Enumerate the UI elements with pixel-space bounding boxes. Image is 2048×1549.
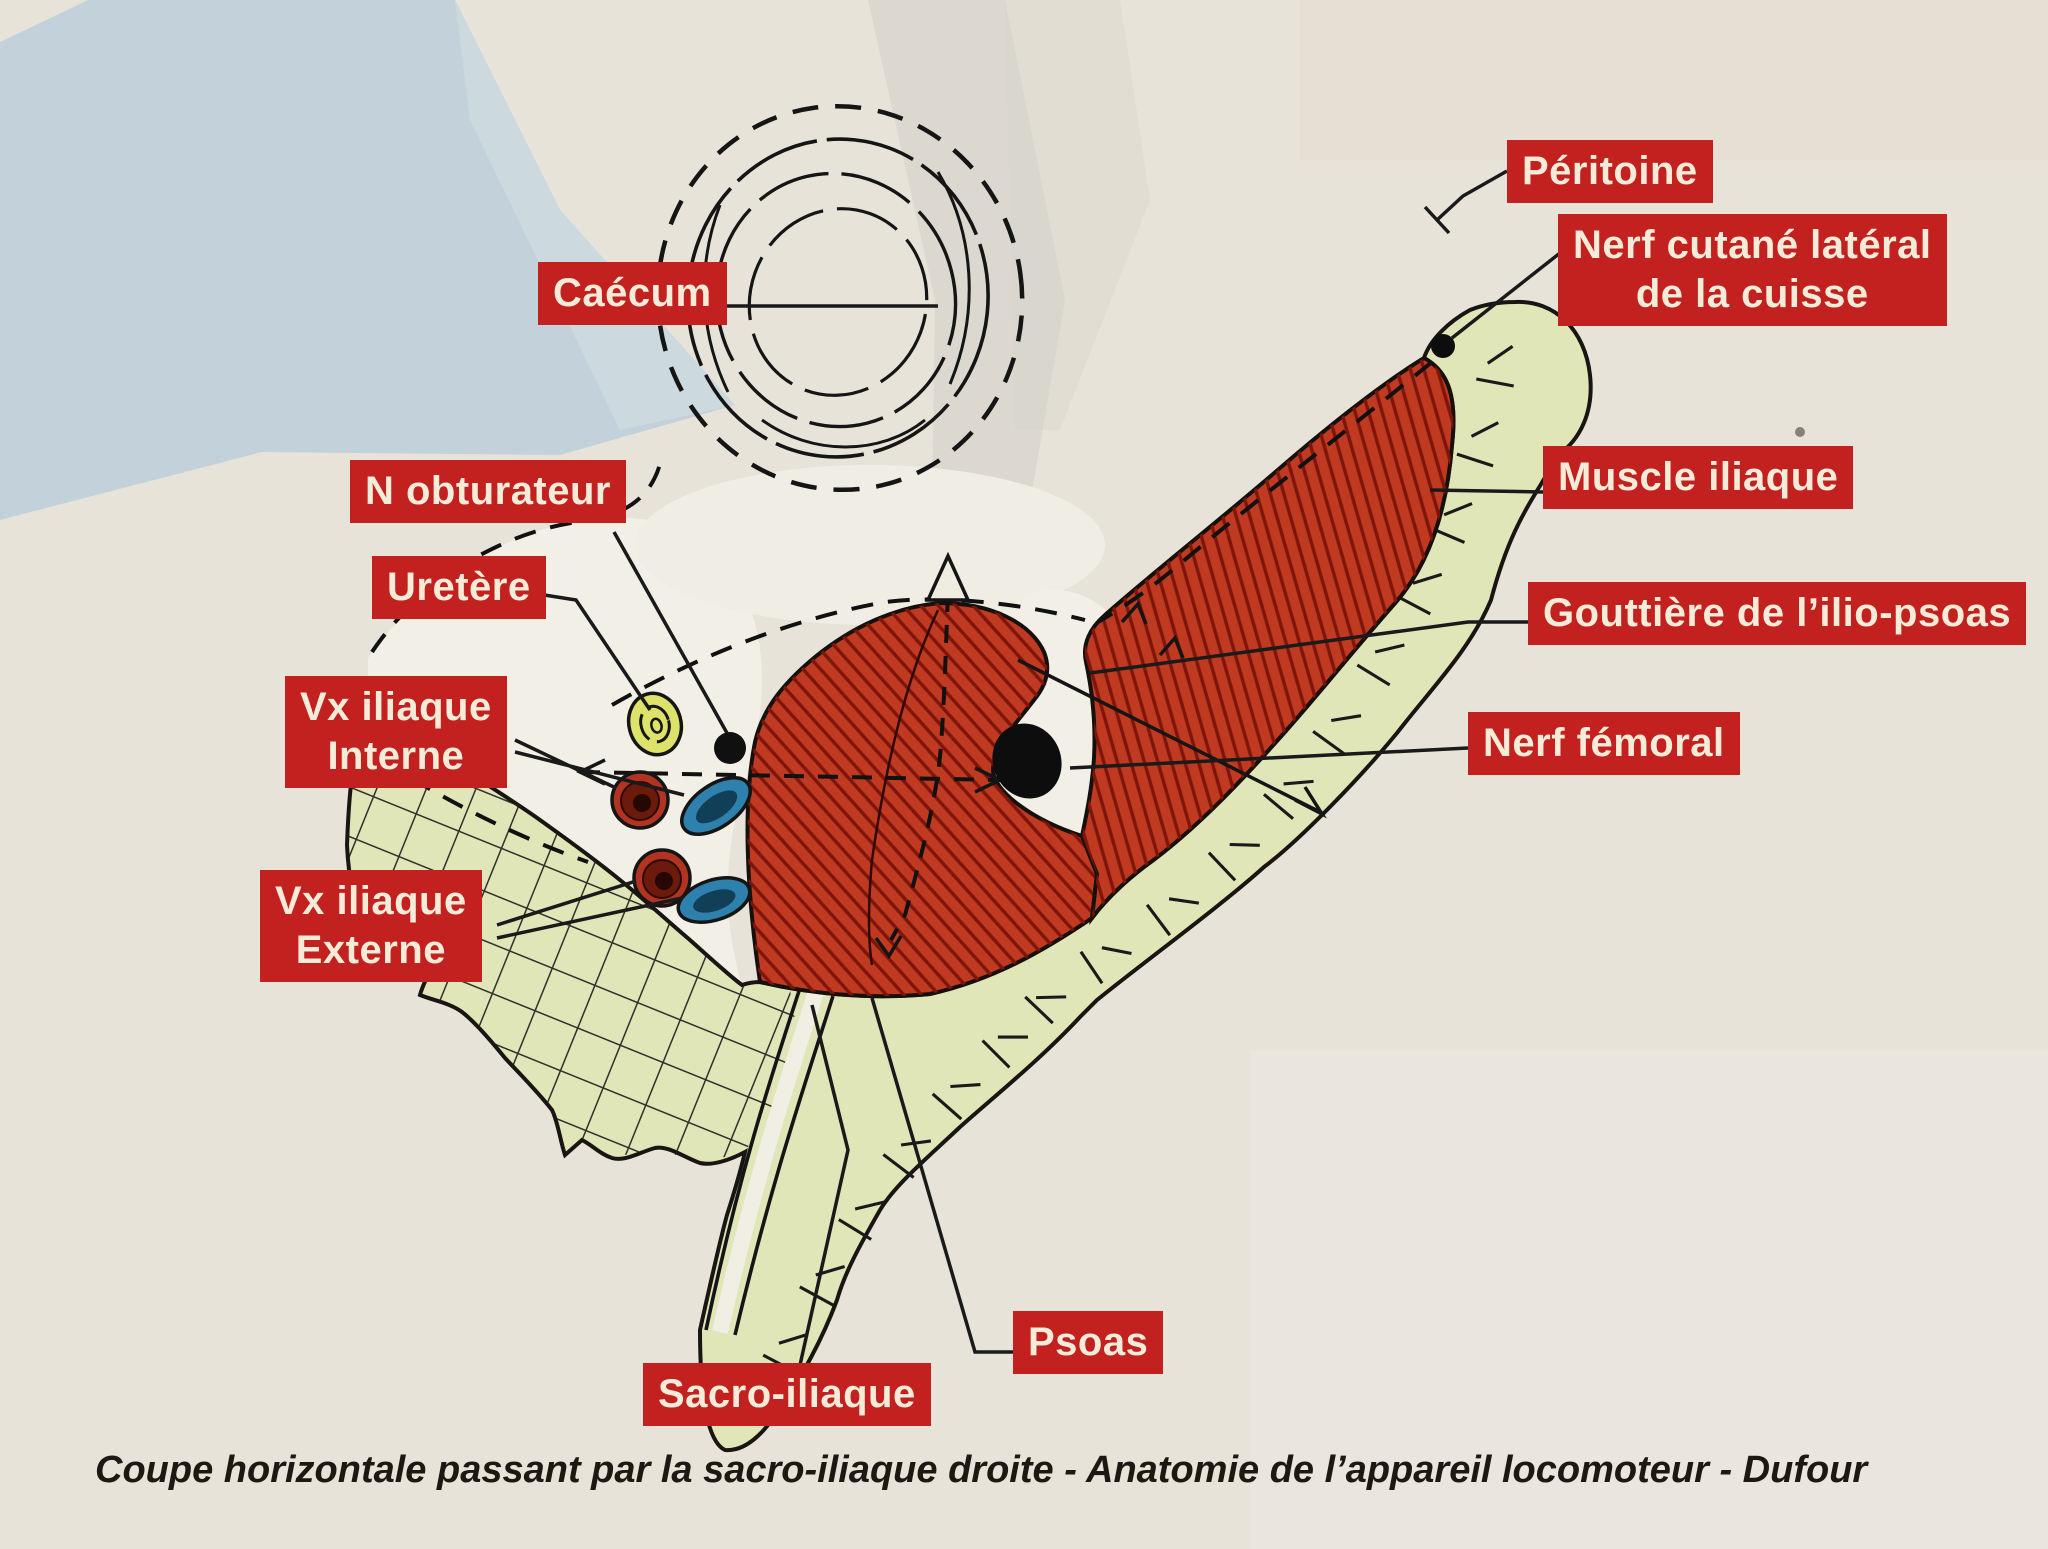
blue-paper-wedge [0,0,735,520]
label-n-obturateur: N obturateur [350,460,626,523]
paper-shadow-band-2 [1005,0,1150,430]
leader-sacro-iliaque [798,1004,850,1366]
leader-vx-interne [514,738,685,797]
iliacus-muscle [1079,355,1456,926]
up-triangle-arrow [925,551,971,602]
ureter-vessel [626,691,684,757]
psoas-fiber-seam [867,609,940,966]
leader-lines [496,169,1562,1366]
label-vx-iliaque-interne: Vx iliaque Interne [285,676,507,788]
caecum-drawing [655,103,1025,493]
label-psoas: Psoas [1013,1311,1164,1374]
internal-iliac-vein [680,776,752,836]
leader-vx-externe [496,879,683,940]
obturator-nerve-dot [714,732,746,764]
femoral-nerve-oval [992,723,1062,799]
leader-uretere [537,592,652,711]
iliac-wing-crosshatch [347,712,800,1163]
figure-caption: Coupe horizontale passant par la sacro-i… [95,1449,1868,1491]
label-gouttiere: Gouttière de l’ilio-psoas [1528,582,2027,645]
paper-tint-bottom [1250,1050,2048,1549]
external-iliac-artery [632,848,692,908]
psoas-muscle [745,600,1100,999]
leader-peritoine [1423,169,1508,235]
gutter-direction-arrow [1017,658,1321,814]
label-nerf-femoral: Nerf fémoral [1468,712,1740,775]
leader-nerf-cutane [1450,251,1562,340]
label-muscle-iliaque: Muscle iliaque [1543,446,1854,509]
label-nerf-cutane: Nerf cutané latéral de la cuisse [1558,214,1947,326]
leader-nerf-femoral [1069,746,1469,770]
chevron-arrow-1 [1120,600,1148,625]
paper-tint-top [1300,0,2048,160]
label-caecum: Caécum [538,262,727,325]
bone-band-hatching [762,345,1514,1375]
leader-psoas [870,997,1013,1354]
leader-gouttiere [1089,620,1528,675]
leader-n-obturateur [612,531,729,734]
blue-paper-wedge-light [455,0,735,430]
label-vx-iliaque-externe: Vx iliaque Externe [260,870,482,982]
label-peritoine: Péritoine [1507,140,1713,203]
label-sacro-iliaque: Sacro-iliaque [643,1363,931,1426]
print-speck [1795,427,1805,437]
sacroiliac-joint [704,987,835,1336]
label-uretere: Uretère [372,556,546,619]
chevron-arrow-2 [1158,634,1185,659]
leader-muscle-iliaque [1429,488,1544,494]
external-iliac-vein [676,876,752,924]
white-gap-above-psoas [635,465,1105,625]
lateral-cutaneous-nerve-dot [1431,334,1455,358]
gutter-arrowhead [1294,786,1327,819]
down-arrowhead [874,935,903,960]
